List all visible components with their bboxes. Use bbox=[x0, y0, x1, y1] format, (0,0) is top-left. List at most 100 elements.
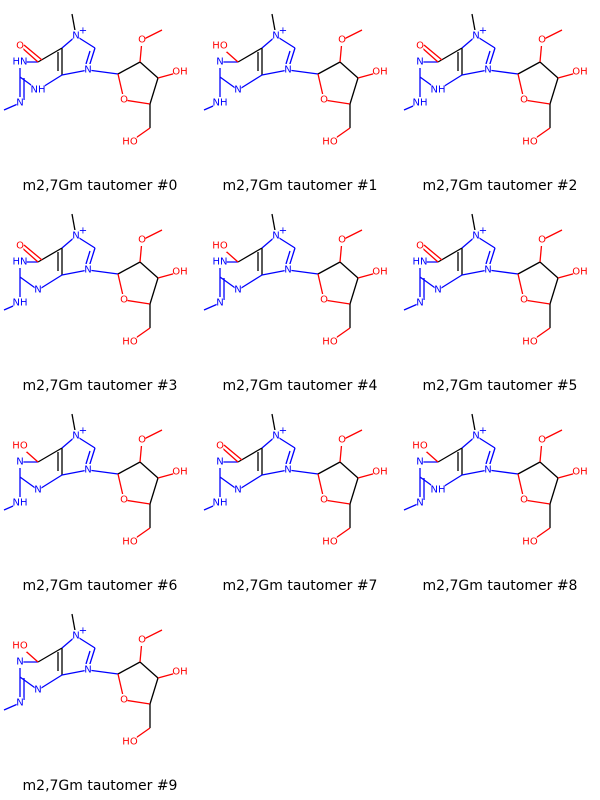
ome-label: O bbox=[538, 435, 546, 446]
label-bg bbox=[413, 256, 427, 268]
label-bg bbox=[213, 97, 227, 109]
label-bg bbox=[138, 34, 146, 46]
bond-line bbox=[37, 474, 63, 491]
label-bg bbox=[323, 536, 337, 548]
o6-label: O bbox=[216, 441, 224, 452]
label-bg bbox=[13, 440, 27, 452]
label-bg bbox=[338, 434, 346, 446]
bond-line bbox=[549, 277, 559, 305]
label-bg bbox=[173, 66, 187, 78]
bond-line bbox=[437, 274, 463, 291]
label-bg bbox=[373, 66, 387, 78]
n9-label: N bbox=[284, 465, 291, 476]
n2-label: NH bbox=[213, 98, 228, 109]
label-bg bbox=[120, 694, 128, 706]
n2-label: NH bbox=[13, 298, 28, 309]
bond-line bbox=[237, 74, 263, 91]
n1-label: HN bbox=[13, 57, 28, 68]
label-bg bbox=[84, 464, 92, 476]
label-bg bbox=[323, 336, 337, 348]
bond-line bbox=[485, 450, 491, 465]
bond-line bbox=[287, 69, 319, 75]
label-bg bbox=[413, 97, 427, 109]
bond-line bbox=[339, 61, 359, 79]
bond-line bbox=[523, 499, 551, 505]
bond-line bbox=[61, 69, 89, 76]
label-bg bbox=[284, 264, 292, 276]
label-bg bbox=[16, 40, 24, 52]
o6-label: HO bbox=[212, 41, 228, 52]
label-bg bbox=[123, 336, 137, 348]
bond-line bbox=[487, 269, 519, 275]
o6-label: HO bbox=[412, 441, 428, 452]
oh3-label: OH bbox=[372, 467, 387, 478]
label-bg bbox=[484, 264, 492, 276]
ring-o-label: O bbox=[320, 295, 328, 306]
bond-line bbox=[317, 261, 341, 275]
n2-label: N bbox=[216, 298, 223, 309]
bond-line bbox=[285, 50, 291, 65]
n7-label: N bbox=[272, 431, 279, 442]
n7-label: N bbox=[272, 231, 279, 242]
bond-line bbox=[523, 299, 551, 305]
n1-label: HN bbox=[213, 257, 228, 268]
n7-label: N bbox=[72, 231, 79, 242]
label-bg bbox=[123, 736, 137, 748]
n7-charge-label: + bbox=[479, 426, 487, 437]
ch2oh-label: HO bbox=[522, 337, 538, 348]
n7-label: N bbox=[272, 31, 279, 42]
ring-o-label: O bbox=[320, 495, 328, 506]
label-bg bbox=[320, 94, 328, 106]
label-bg bbox=[84, 264, 92, 276]
bond-line bbox=[123, 699, 151, 705]
label-bg bbox=[416, 240, 424, 252]
label-bg bbox=[520, 494, 528, 506]
bond-line bbox=[87, 469, 119, 475]
label-bg bbox=[373, 466, 387, 478]
n1-label: N bbox=[216, 457, 223, 468]
o6-label: HO bbox=[12, 641, 28, 652]
label-bg bbox=[272, 30, 280, 42]
n2-label: N bbox=[16, 698, 23, 709]
bond-line bbox=[517, 461, 541, 475]
ch2oh-label: HO bbox=[322, 337, 338, 348]
label-bg bbox=[523, 536, 537, 548]
ome-label: O bbox=[538, 35, 546, 46]
n7-charge-label: + bbox=[79, 426, 87, 437]
label-bg bbox=[72, 30, 80, 42]
bond-line bbox=[487, 69, 519, 75]
label-bg bbox=[173, 466, 187, 478]
bond-line bbox=[349, 477, 359, 505]
n2-label: NH bbox=[13, 498, 28, 509]
n3-label: N bbox=[34, 485, 41, 496]
bond-line bbox=[85, 450, 91, 465]
bond-line bbox=[85, 50, 91, 65]
o6-label: O bbox=[16, 41, 24, 52]
n7-charge-label: + bbox=[79, 26, 87, 37]
bond-line bbox=[87, 669, 119, 675]
bond-line bbox=[539, 261, 559, 279]
label-bg bbox=[413, 440, 427, 452]
bond-line bbox=[339, 261, 359, 279]
n7-label: N bbox=[472, 431, 479, 442]
o6-label: O bbox=[16, 241, 24, 252]
bond-line bbox=[349, 277, 359, 305]
tautomer-caption: m2,7Gm tautomer #0 bbox=[22, 178, 178, 194]
ring-o-label: O bbox=[120, 95, 128, 106]
label-bg bbox=[431, 484, 445, 496]
ring-o-label: O bbox=[520, 95, 528, 106]
bond-line bbox=[539, 61, 559, 79]
n1-label: N bbox=[16, 657, 23, 668]
n7-label: N bbox=[72, 31, 79, 42]
label-bg bbox=[416, 456, 424, 468]
label-bg bbox=[84, 64, 92, 76]
bond-line bbox=[237, 274, 263, 291]
n7-label: N bbox=[72, 631, 79, 642]
oh3-label: OH bbox=[172, 667, 187, 678]
bond-line bbox=[317, 61, 341, 75]
label-bg bbox=[34, 284, 42, 296]
oh3-label: OH bbox=[172, 267, 187, 278]
ring-o-label: O bbox=[520, 495, 528, 506]
label-bg bbox=[520, 94, 528, 106]
